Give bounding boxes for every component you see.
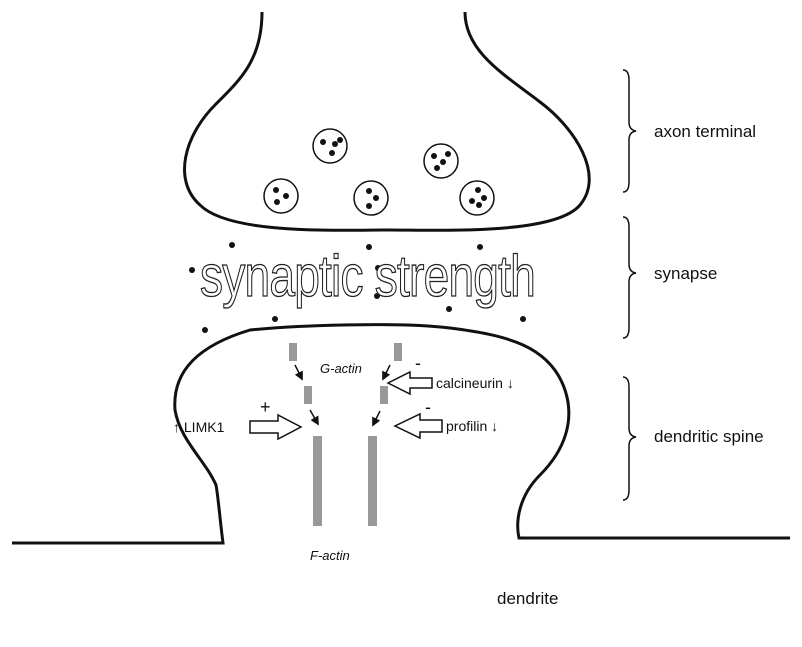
vesicle: [424, 144, 458, 178]
plus-sign: +: [260, 397, 271, 417]
dendritic-spine-brace: [623, 377, 636, 500]
axon-terminal-brace: [623, 70, 636, 192]
profilin-arrow: [395, 414, 442, 438]
f-actin-label: F-actin: [310, 548, 350, 563]
calcineurin-arrow: [388, 372, 432, 394]
vesicle: [264, 179, 298, 213]
limk1-label: ↑ LIMK1: [173, 419, 225, 435]
axon-terminal-outline: [185, 12, 590, 230]
calcineurin-label: calcineurin ↓: [436, 375, 514, 391]
g-actin-label: G-actin: [320, 361, 362, 376]
minus-sign-profilin: -: [425, 397, 431, 417]
axon-terminal-label: axon terminal: [654, 122, 756, 141]
profilin-label: profilin ↓: [446, 418, 498, 434]
vesicle: [460, 181, 494, 215]
dendrite-label: dendrite: [497, 589, 558, 608]
limk1-arrow: [250, 415, 301, 439]
vesicle: [313, 129, 347, 163]
vesicle: [354, 181, 388, 215]
synaptic-strength-text: synaptic strength: [200, 244, 535, 309]
dendritic-spine-label: dendritic spine: [654, 427, 764, 446]
minus-sign-calcineurin: -: [415, 353, 421, 373]
synapse-label: synapse: [654, 264, 717, 283]
synapse-brace: [623, 217, 636, 338]
